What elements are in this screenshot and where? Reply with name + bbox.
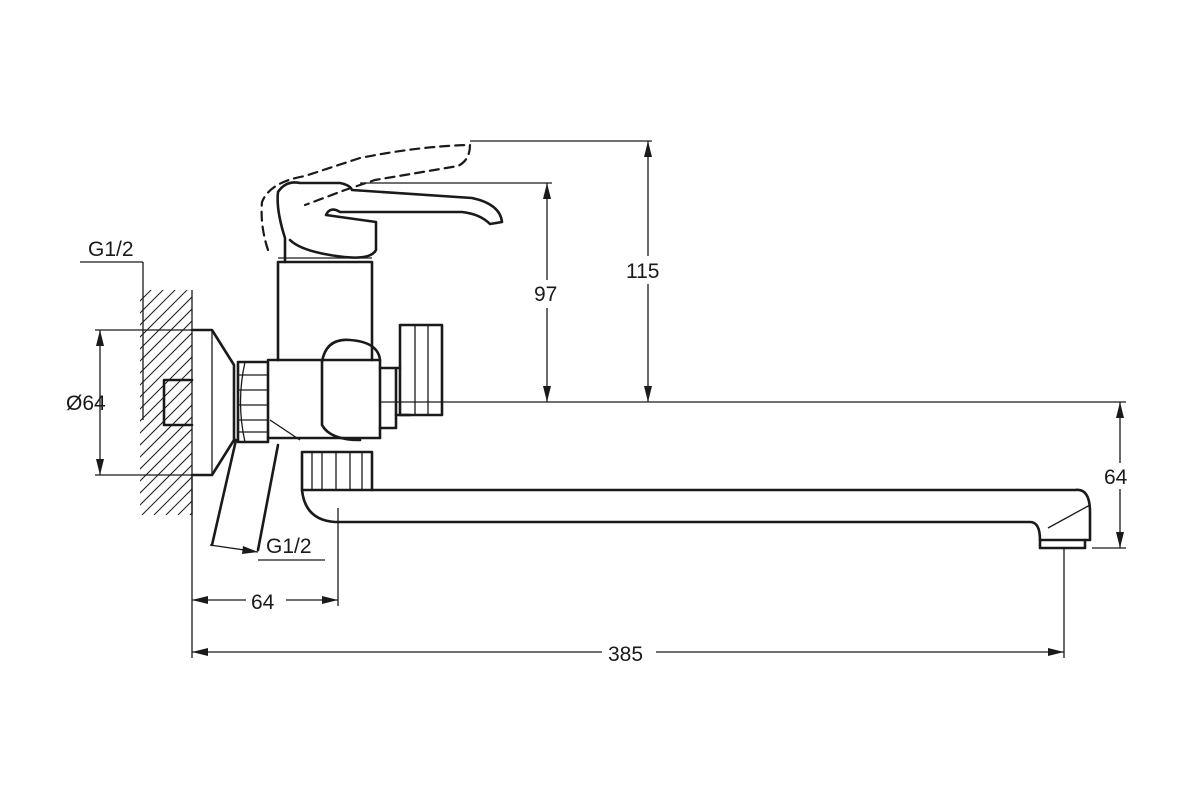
diverter-connection [394, 323, 444, 417]
hatch-line [140, 428, 192, 482]
dimension-overall-length: 385 [192, 548, 1065, 666]
hatch-line [141, 464, 192, 515]
label-spout-drop: 64 [1104, 466, 1128, 489]
dimension-lever-height: 97 [360, 182, 566, 402]
label-lever-raised-height: 115 [626, 260, 659, 283]
hatch-line [0, 255, 174, 515]
hatch-line [140, 332, 192, 386]
label-g12-top: G1/2 [88, 238, 134, 261]
hatch-line [140, 368, 192, 422]
dimension-wall-to-body: 64 [191, 475, 339, 658]
hatch-line [140, 290, 188, 338]
hatch-line [140, 290, 164, 314]
dimension-g12-bottom: G1/2 [209, 535, 325, 561]
mixer-body [266, 257, 398, 442]
hatch-line [140, 452, 192, 506]
lever-handle-raised [260, 143, 472, 252]
hatch-line [140, 290, 152, 302]
wall-flange [190, 328, 236, 477]
hatch-line [0, 255, 150, 515]
dimension-spout-drop: 64 [1092, 402, 1140, 549]
hatch-line [214, 255, 474, 515]
inlet-pipe [162, 378, 280, 552]
hatch-line [140, 320, 192, 374]
label-g12-bottom: G1/2 [266, 535, 312, 558]
label-overall-length: 385 [608, 643, 643, 666]
lever-handle [276, 181, 504, 264]
label-wall-to-body: 64 [251, 591, 275, 614]
hatch-line [140, 344, 192, 398]
label-flange-diameter: Ø64 [66, 392, 106, 415]
dimension-flange-diameter: Ø64 [66, 329, 212, 476]
hex-nut [236, 360, 270, 444]
hatch-line [140, 440, 192, 494]
hatch-line [140, 290, 176, 326]
dimension-lever-raised-height: 115 [470, 140, 672, 402]
label-lever-height: 97 [534, 283, 557, 306]
hatch-line [0, 255, 162, 515]
hatch-line [140, 380, 192, 434]
dimension-g12-top: G1/2 [80, 238, 144, 420]
hatch-line [140, 296, 192, 350]
hatch-line [140, 416, 192, 470]
spout [300, 450, 1092, 550]
